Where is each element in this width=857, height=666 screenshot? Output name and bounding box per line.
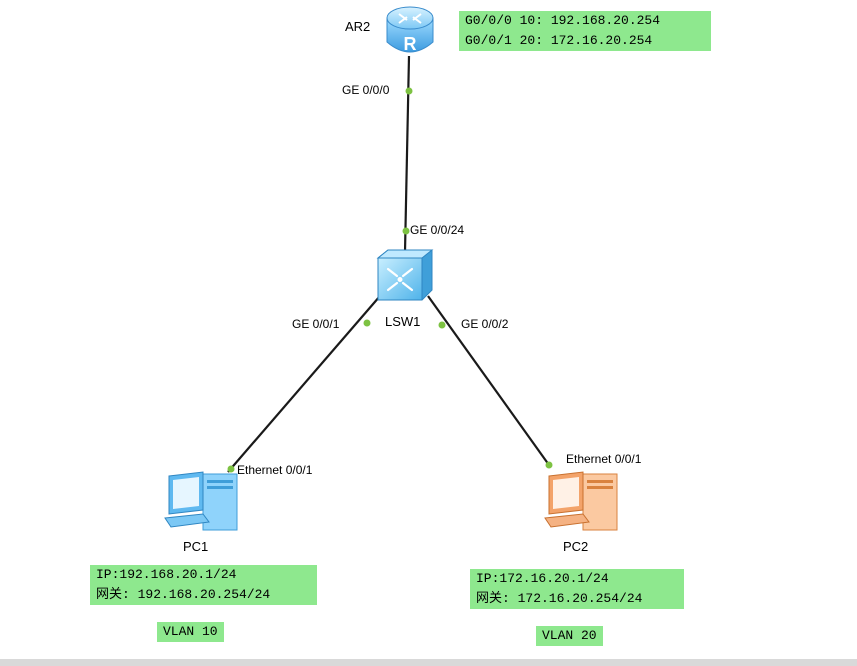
port-label-ar2-ge000: GE 0/0/0 bbox=[342, 83, 390, 97]
port-dot-pc2-eth[interactable] bbox=[545, 461, 553, 469]
port-dot-lsw1-ge0024[interactable] bbox=[402, 227, 410, 235]
switch-name-label: LSW1 bbox=[385, 314, 421, 329]
pc1-ip-line: IP:192.168.20.1/24 bbox=[96, 567, 237, 582]
pc2-config-note: IP:172.16.20.1/24 网关: 172.16.20.254/24 bbox=[470, 569, 684, 609]
router-name-label: AR2 bbox=[345, 19, 371, 34]
port-dot-pc1-eth[interactable] bbox=[227, 465, 235, 473]
pc2-gateway-line: 网关: 172.16.20.254/24 bbox=[476, 591, 643, 606]
port-dot-lsw1-ge001[interactable] bbox=[363, 319, 371, 327]
switch-icon[interactable] bbox=[376, 249, 434, 301]
port-label-lsw1-ge001: GE 0/0/1 bbox=[292, 317, 340, 331]
port-label-pc1-eth: Ethernet 0/0/1 bbox=[237, 463, 313, 477]
pc1-name-label: PC1 bbox=[183, 539, 209, 554]
link-ar2-lsw1[interactable] bbox=[403, 55, 411, 253]
vlan20-note: VLAN 20 bbox=[536, 626, 603, 646]
port-label-lsw1-ge0024: GE 0/0/24 bbox=[410, 223, 465, 237]
pc1-config-note: IP:192.168.20.1/24 网关: 192.168.20.254/24 bbox=[90, 565, 317, 605]
vlan10-note: VLAN 10 bbox=[157, 622, 224, 642]
pc2-name-label: PC2 bbox=[563, 539, 589, 554]
bottom-scrollbar[interactable] bbox=[0, 659, 857, 666]
router-note-line-1: G0/0/0 10: 192.168.20.254 bbox=[465, 13, 661, 28]
port-dot-ar2-ge000[interactable] bbox=[405, 87, 413, 95]
pc1-gateway-line: 网关: 192.168.20.254/24 bbox=[96, 587, 271, 602]
pc1-icon[interactable] bbox=[164, 471, 238, 531]
pc2-icon[interactable] bbox=[544, 471, 618, 531]
port-dots bbox=[227, 87, 553, 473]
pc2-ip-line: IP:172.16.20.1/24 bbox=[476, 571, 609, 586]
port-label-lsw1-ge002: GE 0/0/2 bbox=[461, 317, 509, 331]
port-label-pc2-eth: Ethernet 0/0/1 bbox=[566, 452, 642, 466]
router-config-note: G0/0/0 10: 192.168.20.254 G0/0/1 20: 172… bbox=[459, 11, 711, 51]
link-lsw1-pc2[interactable] bbox=[427, 295, 550, 466]
link-lsw1-pc1[interactable] bbox=[227, 295, 381, 473]
router-note-line-2: G0/0/1 20: 172.16.20.254 bbox=[465, 33, 653, 48]
svg-text:R: R bbox=[404, 34, 417, 54]
router-icon[interactable]: R bbox=[386, 6, 434, 54]
port-dot-lsw1-ge002[interactable] bbox=[438, 321, 446, 329]
